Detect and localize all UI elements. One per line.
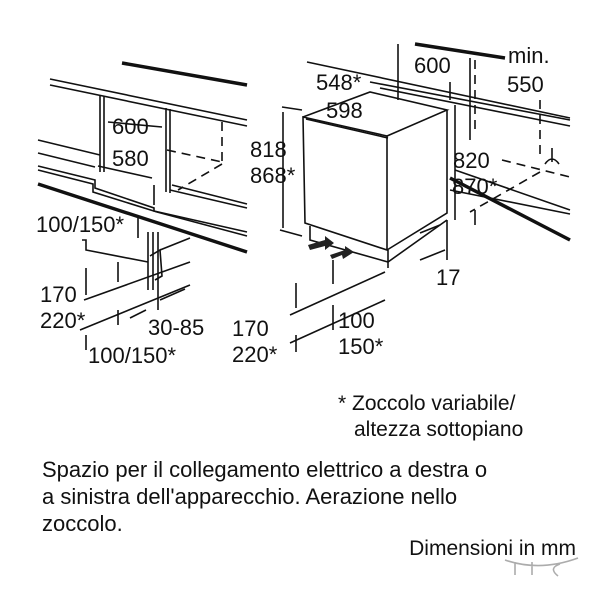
dim-vent-height-1: 170 bbox=[40, 282, 77, 307]
dim-vent-height-2: 220* bbox=[232, 342, 278, 367]
dim-height-2: 868* bbox=[250, 163, 296, 188]
description-line-2: a sinistra dell'apparecchio. Aerazione n… bbox=[42, 484, 458, 509]
dim-inner-width: 580 bbox=[112, 146, 149, 171]
dim-vent-height-2: 220* bbox=[40, 308, 86, 333]
appliance-front bbox=[302, 115, 388, 252]
dim-niche-height-2: 870* bbox=[452, 174, 498, 199]
airflow-out-arrow bbox=[330, 246, 354, 259]
footnote-line-1: * Zoccolo variabile/ bbox=[338, 392, 516, 415]
dim-min-depth: 550 bbox=[507, 72, 544, 97]
left-niche-drawing bbox=[37, 61, 248, 350]
left-dimensions: 600 580 100/150* 170 220* 30-85 100/150* bbox=[36, 114, 204, 368]
dim-plinth-2: 150* bbox=[338, 334, 384, 359]
units-label: Dimensioni in mm bbox=[409, 537, 576, 560]
dim-niche-width: 600 bbox=[414, 53, 451, 78]
dim-offset: 17 bbox=[436, 265, 460, 290]
dim-plinth-height-bottom: 100/150* bbox=[88, 343, 177, 368]
dim-width: 598 bbox=[326, 98, 363, 123]
dim-depth: 548* bbox=[316, 70, 362, 95]
description: Spazio per il collegamento elettrico a d… bbox=[42, 456, 487, 537]
right-dimensions: 548* 598 818 868* 600 min. 550 820 870* … bbox=[232, 43, 550, 367]
dim-plinth-depth: 30-85 bbox=[148, 315, 204, 340]
description-line-3: zoccolo. bbox=[42, 511, 123, 536]
water-tap-icon bbox=[544, 148, 560, 165]
right-appliance-drawing bbox=[279, 42, 571, 352]
dim-plinth-1: 100 bbox=[338, 308, 375, 333]
dim-niche-width: 600 bbox=[112, 114, 149, 139]
dim-plinth-height-top: 100/150* bbox=[36, 212, 125, 237]
dim-vent-height-1: 170 bbox=[232, 316, 269, 341]
dim-min-label: min. bbox=[508, 43, 550, 68]
watermark-logo bbox=[504, 557, 579, 577]
footnote-line-2: altezza sottopiano bbox=[354, 418, 524, 441]
dim-height-1: 818 bbox=[250, 137, 287, 162]
airflow-in-arrow bbox=[308, 236, 334, 250]
description-line-1: Spazio per il collegamento elettrico a d… bbox=[42, 457, 488, 482]
dim-niche-height-1: 820 bbox=[453, 148, 490, 173]
